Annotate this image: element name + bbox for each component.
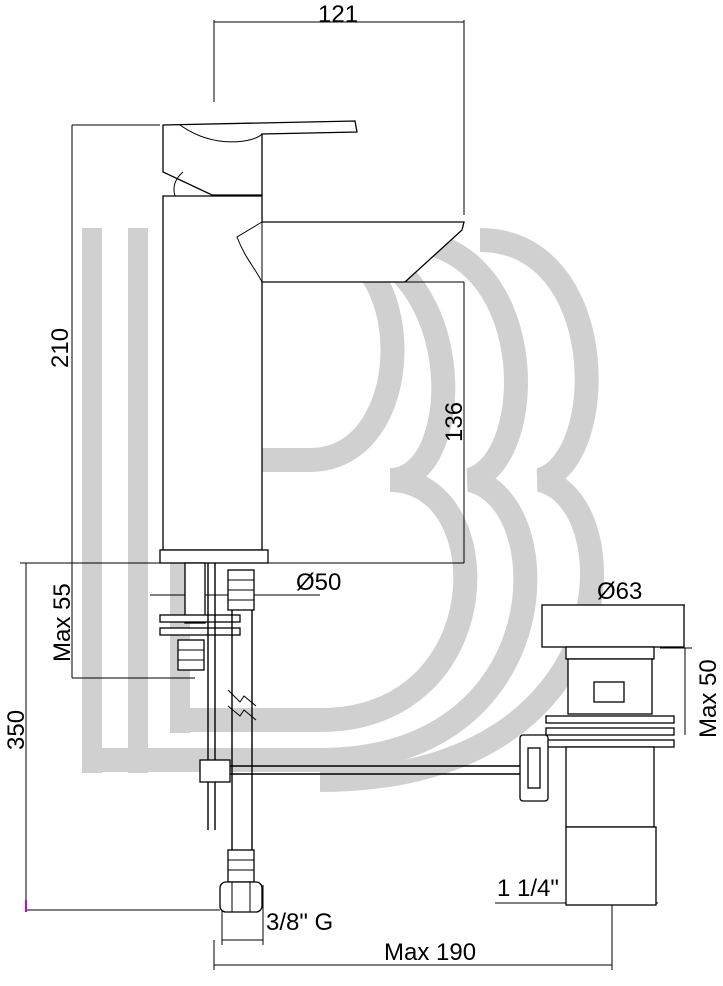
watermark-logo xyxy=(82,228,604,792)
dim-rod-reach: Max 190 xyxy=(384,939,476,966)
dim-waste-thread: 1 1/4" xyxy=(497,875,559,902)
dim-connection-thread: 3/8" G xyxy=(266,909,333,936)
mounting-assembly xyxy=(159,562,522,913)
dim-waste-diameter: Ø63 xyxy=(597,578,642,605)
faucet-body xyxy=(159,120,465,564)
dim-base-diameter: Ø50 xyxy=(296,569,341,596)
dim-width-top: 121 xyxy=(318,1,358,28)
dim-hose-length: 350 xyxy=(3,710,30,750)
dim-spout-height: 136 xyxy=(441,402,468,442)
dim-height-total: 210 xyxy=(47,328,74,368)
dim-deck-thickness: Max 55 xyxy=(49,583,76,662)
dim-waste-deck: Max 50 xyxy=(695,659,722,738)
waste-assembly xyxy=(519,604,685,906)
